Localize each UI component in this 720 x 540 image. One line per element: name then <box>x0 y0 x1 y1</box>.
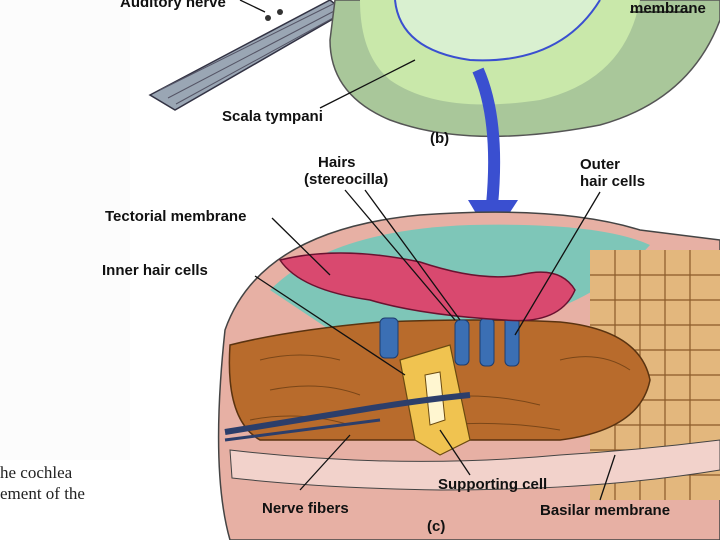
panel-c-label: (c) <box>427 518 446 535</box>
organ-of-corti <box>217 211 720 540</box>
hairs-label-line1: Hairs <box>318 154 356 171</box>
inner-hair-cells-label: Inner hair cells <box>102 262 208 279</box>
scala-tympani-label: Scala tympani <box>222 108 323 125</box>
supporting-cell-label: Supporting cell <box>438 476 548 493</box>
bg-text-line-1: he cochlea <box>0 463 73 482</box>
auditory-nerve-shape <box>148 0 347 111</box>
nerve-fibers-label: Nerve fibers <box>262 500 349 517</box>
tectorial-membrane-label: Tectorial membrane <box>105 208 247 225</box>
outer-hair-cells-label-line2: hair cells <box>580 173 646 190</box>
bg-text-line-2: ement of the <box>0 484 85 503</box>
membrane-label: membrane <box>630 0 706 17</box>
hairs-label-line2: (stereocilla) <box>304 171 389 188</box>
leader-lines <box>239 0 690 501</box>
background-page-text <box>0 0 130 460</box>
hair-cells <box>379 315 520 367</box>
auditory-nerve-label: Auditory nerve <box>120 0 226 11</box>
panel-b-label: (b) <box>430 130 450 147</box>
scala-tympani-shape <box>329 0 720 138</box>
basilar-membrane-label: Basilar membrane <box>540 502 671 519</box>
outer-hair-cells-label-line1: Outer <box>580 156 621 173</box>
